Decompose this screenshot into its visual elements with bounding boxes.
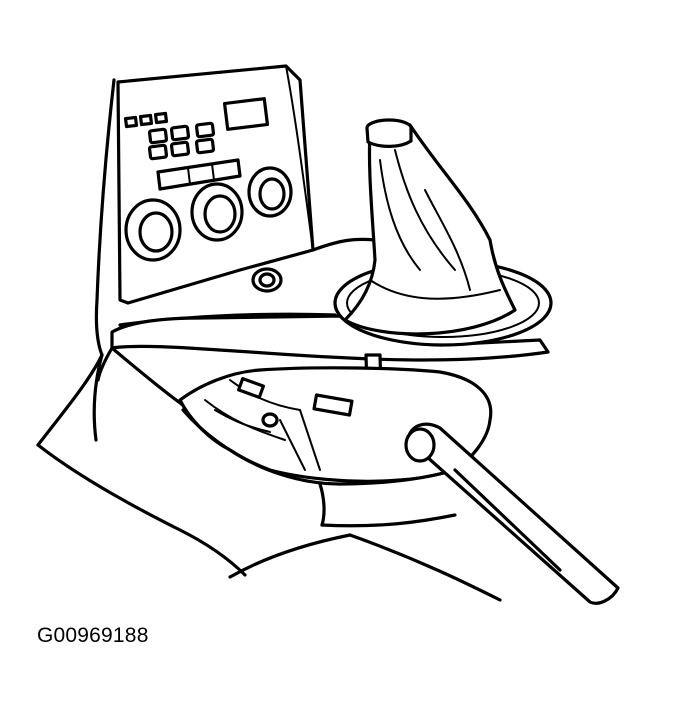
shift-boot xyxy=(343,118,517,336)
console-body xyxy=(36,346,493,579)
figure-id-label: G00969188 xyxy=(37,624,149,647)
dashboard-left-panel xyxy=(36,78,116,447)
left-knob xyxy=(124,198,182,262)
console-trim-plate xyxy=(110,237,550,412)
climate-control-panel xyxy=(116,64,315,305)
center-knob xyxy=(190,182,244,242)
right-knob xyxy=(247,166,293,218)
parking-brake-lever xyxy=(348,422,620,605)
